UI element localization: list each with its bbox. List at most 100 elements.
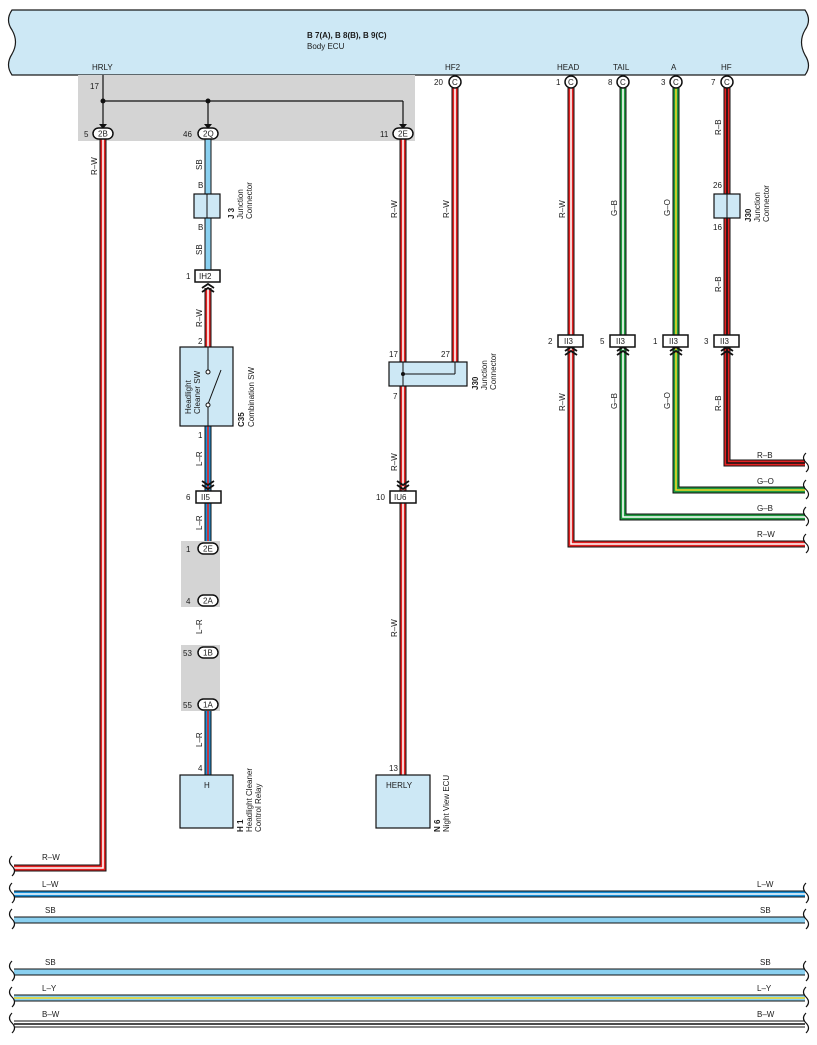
terminal-a: A [671, 63, 677, 72]
svg-text:J30: J30 [471, 376, 480, 390]
pin-hrly: 17 [90, 82, 99, 91]
svg-text:55: 55 [183, 701, 192, 710]
connector-ii5: II5 6 [186, 490, 222, 504]
connector-ii3-tail: II3 5 [600, 334, 636, 348]
svg-text:G–B: G–B [757, 504, 773, 513]
svg-text:Night View ECU: Night View ECU [442, 775, 451, 832]
svg-text:1: 1 [556, 78, 561, 87]
terminal-hf2: HF2 [445, 63, 461, 72]
right-bus-labels: R–B G–O G–B R–W [757, 451, 775, 539]
joint-2q: 2Q 46 [183, 127, 219, 140]
svg-text:C: C [620, 78, 626, 87]
wire-rw-head-bus [567, 347, 805, 548]
svg-text:5: 5 [600, 337, 605, 346]
svg-text:Headlight: Headlight [184, 379, 193, 414]
arrow-down [99, 124, 107, 129]
svg-text:II3: II3 [616, 337, 625, 346]
ecu-pin-hf: C 7 [711, 75, 734, 89]
svg-text:SB: SB [45, 906, 56, 915]
body-ecu-block: B 7(A), B 8(B), B 9(C) Body ECU HRLY HF2… [7, 9, 810, 76]
svg-text:3: 3 [704, 337, 709, 346]
wire-label-rw: R–W [390, 619, 399, 637]
connector-ii3-head: II3 2 [548, 334, 584, 348]
wire-label-lr: L–R [195, 732, 204, 747]
joint-2a: 2A 4 [186, 594, 219, 607]
bottom-bus-labels: R–W L–W L–W SB SB SB SB L–Y L–Y B–W B–W [42, 853, 775, 1019]
wire-label-rw: R–W [558, 393, 567, 411]
svg-text:C35: C35 [237, 412, 246, 427]
svg-text:Connector: Connector [489, 353, 498, 390]
chevron-ih2 [201, 282, 215, 293]
c35-combination-switch: 2 1 Headlight Cleaner SW C35 Combination… [179, 337, 256, 440]
svg-text:1: 1 [198, 431, 203, 440]
svg-text:2: 2 [548, 337, 553, 346]
svg-text:Combination SW: Combination SW [247, 367, 256, 427]
j30-junction-connector-right: 26 16 J30 Junction Connector [713, 181, 771, 232]
ecu-pin-hf2: C 20 [434, 75, 462, 89]
svg-text:J 3: J 3 [227, 207, 236, 219]
wire-label-rw: R–W [90, 157, 99, 175]
svg-text:1: 1 [186, 545, 191, 554]
wire-label-rb: R–B [714, 276, 723, 292]
wire-rw-hrly [14, 139, 107, 872]
svg-text:C: C [673, 78, 679, 87]
wire-label-rw: R–W [442, 200, 451, 218]
svg-text:B: B [198, 223, 203, 232]
terminal-head: HEAD [557, 63, 579, 72]
connector-ii3-a: II3 1 [653, 334, 689, 348]
wire-end-markers [8, 452, 810, 1034]
arrow-down [399, 124, 407, 129]
svg-text:8: 8 [608, 78, 613, 87]
svg-text:C: C [568, 78, 574, 87]
svg-text:HERLY: HERLY [386, 781, 413, 790]
wire-label-sb: SB [195, 159, 204, 170]
svg-text:2E: 2E [203, 545, 213, 554]
wire-label-lr: L–R [195, 451, 204, 466]
wire-label-go: G–O [663, 199, 672, 216]
svg-text:2Q: 2Q [203, 130, 214, 139]
svg-text:B–W: B–W [757, 1010, 775, 1019]
terminal-tail: TAIL [613, 63, 630, 72]
svg-text:N 6: N 6 [433, 819, 442, 832]
svg-text:R–W: R–W [757, 530, 775, 539]
joint-2e: 2E 11 [380, 127, 414, 140]
svg-text:H 1: H 1 [236, 819, 245, 832]
chevron-iu6 [396, 480, 410, 491]
svg-text:1B: 1B [203, 649, 213, 658]
ecu-title: B 7(A), B 8(B), B 9(C) [307, 31, 387, 40]
svg-text:Connector: Connector [245, 182, 254, 219]
svg-text:17: 17 [389, 350, 398, 359]
svg-text:L–Y: L–Y [42, 984, 57, 993]
svg-text:4: 4 [186, 597, 191, 606]
svg-text:H: H [204, 781, 210, 790]
j3-junction-connector: B B J 3 Junction Connector [193, 181, 254, 232]
joint-1b: 1B 53 [183, 646, 219, 659]
svg-text:II3: II3 [669, 337, 678, 346]
svg-text:Connector: Connector [762, 185, 771, 222]
svg-text:SB: SB [760, 906, 771, 915]
splice-dot [100, 98, 106, 104]
wire-label-rw: R–W [558, 200, 567, 218]
svg-text:Junction: Junction [753, 192, 762, 222]
svg-text:SB: SB [760, 958, 771, 967]
wire-label-rw: R–W [195, 309, 204, 327]
wire-label-rw: R–W [390, 453, 399, 471]
ecu-pin-a: C 3 [661, 75, 683, 89]
wire-label-rb: R–B [714, 119, 723, 135]
svg-text:II5: II5 [201, 493, 210, 502]
svg-text:27: 27 [441, 350, 450, 359]
connector-iu6: IU6 10 [376, 490, 417, 504]
svg-text:B–W: B–W [42, 1010, 60, 1019]
joint-1a: 1A 55 [183, 698, 219, 711]
svg-text:5: 5 [84, 130, 89, 139]
wire-label-gb: G–B [610, 200, 619, 216]
svg-text:II3: II3 [564, 337, 573, 346]
wire-labels: R–W SB SB R–W L–R L–R L–R L–R R–W R–W R–… [90, 119, 723, 747]
n6-night-view-ecu: HERLY 13 N 6 Night View ECU [375, 764, 451, 832]
ecu-pin-head: C 1 [556, 75, 578, 89]
joint-2e-lower: 2E 1 [186, 542, 219, 555]
svg-text:1A: 1A [203, 701, 213, 710]
wires [14, 88, 805, 1028]
svg-text:Headlight Cleaner: Headlight Cleaner [245, 768, 254, 832]
